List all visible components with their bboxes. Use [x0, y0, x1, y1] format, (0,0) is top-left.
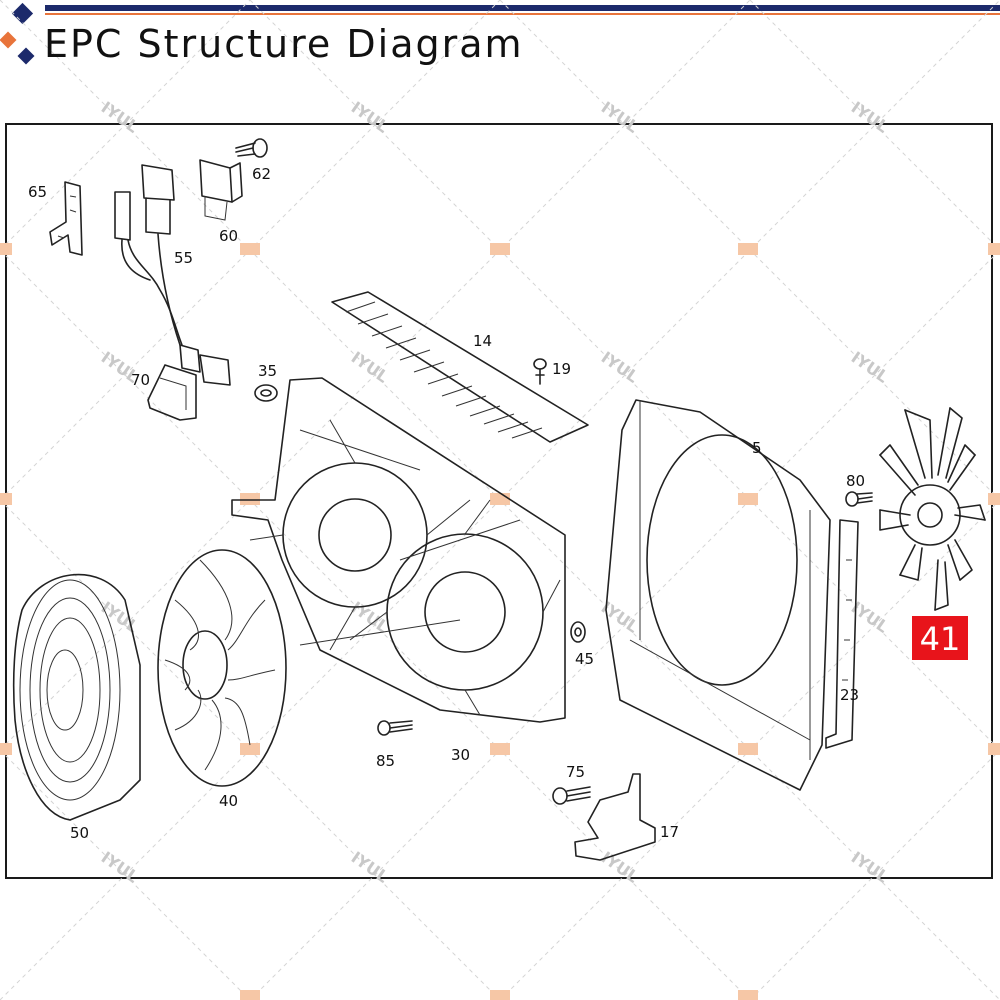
part-75-screw	[552, 786, 591, 805]
callout-62: 62	[252, 165, 271, 183]
callout-35: 35	[258, 362, 277, 380]
part-30-fan-shroud	[231, 377, 566, 723]
svg-text:IYUL: IYUL	[848, 98, 892, 137]
header-accent-bar	[45, 5, 1000, 11]
part-70-bracket	[147, 364, 197, 421]
highlight-part-41: 41	[912, 616, 968, 660]
callout-30: 30	[451, 746, 470, 764]
part-62-screw	[235, 138, 268, 158]
callout-19: 19	[552, 360, 571, 378]
page-title: EPC Structure Diagram	[44, 22, 524, 66]
callout-50: 50	[70, 824, 89, 842]
part-65-bracket	[49, 181, 83, 256]
callout-40: 40	[219, 792, 238, 810]
part-17-bracket	[574, 773, 656, 861]
part-40-fan	[157, 549, 287, 787]
callout-55: 55	[174, 249, 193, 267]
callout-65: 65	[28, 183, 47, 201]
callout-75: 75	[566, 763, 585, 781]
callout-5: 5	[752, 439, 762, 457]
callout-17: 17	[660, 823, 679, 841]
part-50-fan-guard	[12, 573, 141, 821]
part-35-grommet	[254, 384, 278, 402]
callout-70: 70	[131, 371, 150, 389]
part-45-washer	[570, 621, 586, 643]
highlight-label: 41	[920, 620, 961, 658]
part-60-relay	[199, 159, 243, 221]
part-14-air-guide	[331, 291, 589, 443]
watermark-markers	[0, 243, 1000, 1000]
callout-labels: 65 62 60 55 14 19 35 70 5 80 45 23 85 30…	[28, 165, 865, 842]
part-80-screw	[845, 491, 873, 507]
part-41-fan-blade	[879, 407, 986, 611]
callout-60: 60	[219, 227, 238, 245]
watermark-text: IYUL IYUL IYUL IYUL IYUL IYUL IYUL IYUL …	[98, 98, 892, 887]
svg-text:IYUL: IYUL	[598, 98, 642, 137]
callout-23: 23	[840, 686, 859, 704]
part-55-wiring-harness	[114, 164, 231, 386]
part-85-screw	[377, 720, 413, 736]
callout-85: 85	[376, 752, 395, 770]
svg-text:IYUL: IYUL	[598, 348, 642, 387]
part-5-fan-housing	[605, 399, 831, 791]
part-19-clip	[533, 358, 547, 385]
svg-text:IYUL: IYUL	[848, 348, 892, 387]
header-accent-line	[45, 13, 1000, 15]
callout-45: 45	[575, 650, 594, 668]
part-23-side-rail	[825, 519, 859, 749]
header-diamond-icons	[0, 2, 35, 65]
callout-80: 80	[846, 472, 865, 490]
callout-14: 14	[473, 332, 492, 350]
